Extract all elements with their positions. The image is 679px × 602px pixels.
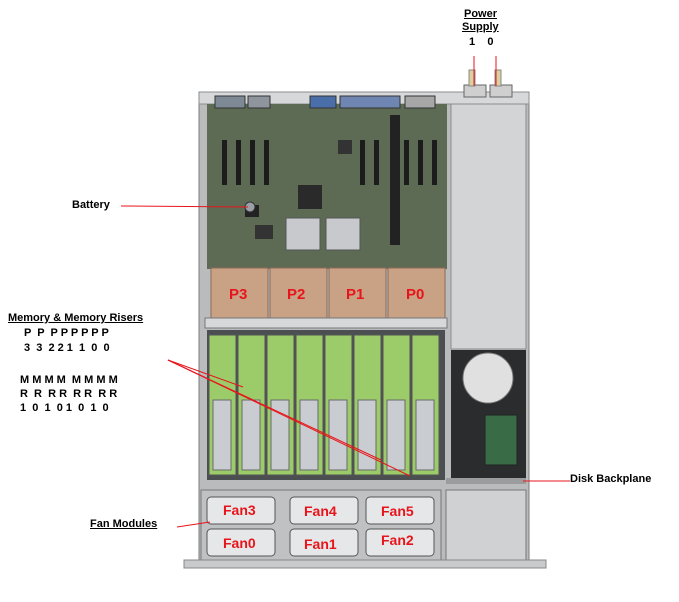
- power-supply-numbers: 1 0: [469, 36, 494, 48]
- battery-label: Battery: [72, 199, 110, 211]
- power-supply-label-line2: Supply: [462, 21, 499, 33]
- fan-label-fan4: Fan4: [304, 503, 337, 519]
- power-supply-cage: [450, 103, 527, 350]
- fan-label-fan2: Fan2: [381, 532, 414, 548]
- memory-bit-row: 1 0 1 0 1 0 1 0: [20, 402, 109, 414]
- fan-label-fan0: Fan0: [223, 535, 256, 551]
- memory-number-row: 3 3 2 2 1 1 0 0: [24, 342, 110, 354]
- memory-m-row: M M M M M M M M: [20, 374, 118, 386]
- processor-label-p1: P1: [346, 286, 365, 303]
- processor-heatsink-p3: [210, 267, 269, 321]
- disk-backplane-label: Disk Backplane: [570, 473, 652, 485]
- fan-modules: [206, 496, 435, 557]
- pci-slots: [222, 140, 437, 185]
- disk-backplane: [446, 478, 526, 484]
- processor-label-p3: P3: [229, 286, 248, 303]
- memory-r-row: R R R R R R R R: [20, 388, 118, 400]
- processor-heatsink-p0: [387, 267, 446, 321]
- fan-label-fan3: Fan3: [223, 502, 256, 518]
- callout-lines: [120, 56, 570, 528]
- power-supply-handle-1: [463, 84, 487, 98]
- power-supply-label-line1: Power: [464, 8, 498, 20]
- processor-label-p0: P0: [406, 286, 425, 303]
- processor-heatsink-p2: [269, 267, 328, 321]
- processor-heatsink-p1: [328, 267, 387, 321]
- memory-p-row: P P P P P P P P: [24, 327, 109, 339]
- fan-modules-label: Fan Modules: [90, 518, 158, 530]
- fan-label-fan1: Fan1: [304, 536, 337, 552]
- fan-label-fan5: Fan5: [381, 503, 414, 519]
- power-supply-handle-0: [489, 84, 513, 98]
- processor-label-p2: P2: [287, 286, 306, 303]
- memory-risers-title: Memory & Memory Risers: [8, 312, 144, 324]
